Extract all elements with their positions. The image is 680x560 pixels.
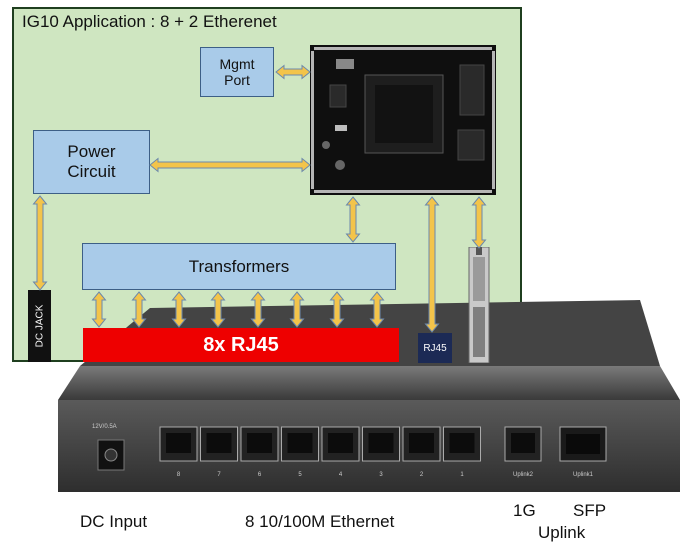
mgmt-port-block: Mgmt Port <box>200 47 274 97</box>
ethernet-port-socket <box>287 433 313 453</box>
transformers-label: Transformers <box>188 256 290 276</box>
switch-top-surface <box>58 366 680 400</box>
dc-input-caption: DC Input <box>80 512 148 531</box>
ethernet-port-number: 3 <box>379 472 383 478</box>
ethernet-port-number: 2 <box>420 472 424 478</box>
ethernet-port-number: 5 <box>298 472 302 478</box>
ethernet-caption: 8 10/100M Ethernet <box>245 512 395 531</box>
power-rating-label: 12V/0.5A <box>92 424 117 430</box>
ethernet-port-socket <box>449 433 475 453</box>
ethernet-port-number: 4 <box>339 472 343 478</box>
uplink1-label: Uplink1 <box>573 472 594 478</box>
ethernet-port-group: 8 7 6 5 4 3 2 1 <box>159 426 481 478</box>
transformers-block: Transformers <box>82 243 396 290</box>
ethernet-port-socket <box>328 433 353 453</box>
ethernet-port-number: 6 <box>258 472 262 478</box>
ethernet-port-number: 7 <box>217 472 221 478</box>
mgmt-port-label: Mgmt Port <box>219 56 255 88</box>
rj45-bank-label: 8x RJ45 <box>203 333 279 356</box>
gigabit-caption: 1G <box>513 501 536 520</box>
ethernet-port-socket <box>206 433 232 453</box>
ethernet-port-socket <box>368 433 394 453</box>
power-circuit-label: Power Circuit <box>67 142 116 181</box>
rj45-single-block: RJ45 <box>418 333 452 363</box>
uplink2-label: Uplink2 <box>513 472 534 478</box>
ethernet-port-socket <box>166 433 191 453</box>
uplink-caption: Uplink <box>538 523 586 542</box>
dc-jack-label: DC JACK <box>34 304 45 348</box>
power-circuit-block: Power Circuit <box>33 130 150 194</box>
rj45-single-label: RJ45 <box>423 342 447 354</box>
rj45-bank-block: 8x RJ45 <box>83 328 399 362</box>
sfp-module <box>468 247 490 363</box>
ethernet-port-socket <box>409 433 434 453</box>
dc-jack-block: DC JACK <box>28 290 51 362</box>
ethernet-port-number: 1 <box>460 472 464 478</box>
ethernet-port-number: 8 <box>177 472 181 478</box>
ethernet-port-socket <box>247 433 272 453</box>
diagram-title: IG10 Application : 8 + 2 Etherenet <box>22 12 277 31</box>
sfp-caption: SFP <box>573 501 607 520</box>
processor-module <box>310 45 496 195</box>
